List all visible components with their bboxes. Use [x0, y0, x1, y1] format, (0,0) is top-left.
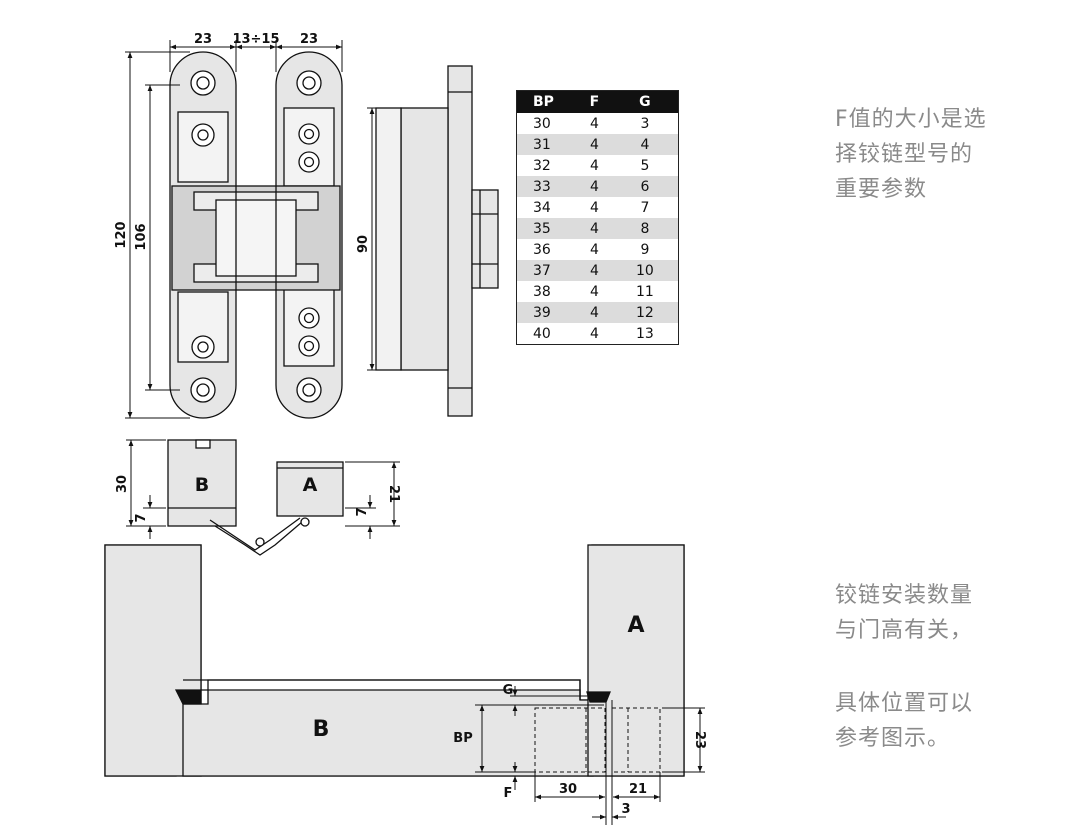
table-row: 38 4 11	[517, 281, 679, 302]
label-f: F	[504, 786, 513, 801]
side-view-dimensions	[367, 107, 400, 371]
cell-f: 4	[589, 157, 599, 174]
cell-g: 10	[611, 260, 679, 281]
label-a-top: A	[303, 474, 318, 496]
cell-f: 4	[589, 325, 599, 342]
cell-bp: 32	[533, 157, 551, 174]
note-line: F值的大小是选	[835, 107, 987, 132]
dim-cutout-a: 21	[629, 782, 647, 797]
dim-gap: 13÷15	[232, 32, 279, 47]
top-view-dimensions	[126, 439, 400, 539]
cell-g: 7	[640, 199, 650, 216]
cell-g: 3	[640, 115, 650, 132]
cell-g: 6	[611, 176, 679, 197]
label-a-section: A	[627, 613, 644, 638]
dim-offset-a: 7	[355, 507, 370, 516]
label-b-section: B	[313, 717, 330, 742]
cell-f: 4	[577, 260, 612, 281]
dim-total-height: 120	[114, 221, 129, 248]
note-line: 具体位置可以	[835, 691, 974, 716]
note-line: 铰链安装数量	[835, 583, 974, 608]
label-b-top: B	[195, 474, 209, 496]
installation-dimensions	[475, 686, 705, 825]
cell-bp: 34	[533, 199, 551, 216]
cell-bp: 31	[516, 134, 577, 155]
cell-g: 4	[611, 134, 679, 155]
header-f: F	[577, 90, 612, 113]
label-bp: BP	[453, 731, 472, 746]
table-row: 30 4 3	[517, 113, 679, 134]
cell-bp: 35	[516, 218, 577, 239]
dim-body-depth: 30	[115, 475, 130, 493]
cell-bp: 38	[533, 283, 551, 300]
cell-f: 4	[577, 218, 612, 239]
dim-left-width: 23	[194, 32, 212, 47]
cell-g: 9	[640, 241, 650, 258]
cell-g: 5	[640, 157, 650, 174]
cell-g: 12	[611, 302, 679, 323]
cell-bp: 33	[516, 176, 577, 197]
table-row: 36 4 9	[517, 239, 679, 260]
cell-bp: 30	[533, 115, 551, 132]
cell-bp: 39	[516, 302, 577, 323]
header-g: G	[611, 90, 679, 113]
dim-side-height: 90	[356, 235, 371, 253]
side-view	[375, 65, 499, 417]
note-line: 与门高有关，	[835, 618, 974, 643]
cell-bp: 36	[533, 241, 551, 258]
cell-f: 4	[577, 302, 612, 323]
note-line: 择铰链型号的	[835, 142, 974, 167]
cell-bp: 37	[516, 260, 577, 281]
dim-body-a: 21	[386, 485, 401, 503]
note-line: 重要参数	[835, 177, 928, 202]
note-f-value: F值的大小是选 择铰链型号的 重要参数	[835, 102, 1075, 207]
note-line: 参考图示。	[835, 726, 951, 751]
table-row: 32 4 5	[517, 155, 679, 176]
cell-g: 11	[636, 283, 654, 300]
dim-inner-height: 106	[134, 223, 149, 250]
cell-f: 4	[589, 199, 599, 216]
cell-f: 4	[589, 241, 599, 258]
front-view-dimensions	[125, 40, 343, 419]
cell-g: 8	[611, 218, 679, 239]
note-position: 具体位置可以 参考图示。	[835, 686, 1075, 756]
dim-offset-b: 7	[134, 513, 149, 522]
dim-cutout-b: 30	[559, 782, 577, 797]
front-view	[169, 51, 343, 419]
cell-bp: 40	[533, 325, 551, 342]
table-row: 40 4 13	[517, 323, 679, 345]
cell-g: 13	[636, 325, 654, 342]
dim-cutout-height: 23	[692, 731, 707, 749]
cell-f: 4	[577, 176, 612, 197]
table-row: 34 4 7	[517, 197, 679, 218]
dim-gap-3: 3	[621, 802, 630, 817]
label-g: G	[503, 683, 514, 698]
header-bp: BP	[516, 90, 577, 113]
note-hinge-quantity: 铰链安装数量 与门高有关，	[835, 578, 1075, 648]
cell-f: 4	[589, 115, 599, 132]
installation-section	[104, 544, 685, 777]
top-view	[167, 439, 344, 556]
table-header-row: BP F G	[516, 90, 679, 113]
dim-right-width: 23	[300, 32, 318, 47]
cell-f: 4	[577, 134, 612, 155]
cell-f: 4	[589, 283, 599, 300]
